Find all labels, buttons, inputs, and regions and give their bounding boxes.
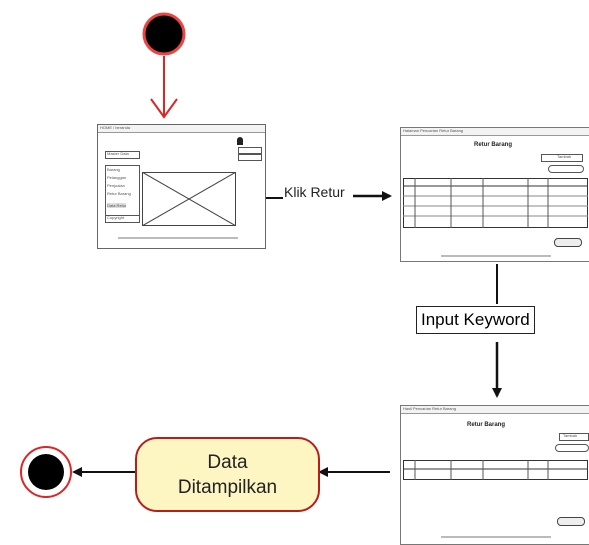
home-menu-item: Retur Barang [107, 191, 131, 196]
action-line-1: Data [207, 451, 248, 473]
retur-list-heading: Retur Barang [474, 142, 513, 148]
retur-list-title: Halaman Pencarian Retur Barang [403, 128, 464, 133]
home-menu-item: Barang [107, 167, 120, 172]
home-menu-item: Pelanggan [107, 175, 127, 180]
initial-node [142, 12, 186, 56]
action-line-2: Ditampilkan [177, 476, 278, 498]
home-menu-item: Penjualan [107, 183, 125, 188]
retur-list-table [403, 178, 588, 228]
home-screen-title: HOME / beranda [100, 125, 131, 130]
retur-search-table [403, 460, 588, 480]
home-footer: Copyright [107, 215, 125, 220]
final-node-core [28, 454, 64, 490]
home-screen-mockup: HOME / beranda Master Data Barang Pelang… [97, 124, 266, 249]
user-icon [237, 137, 243, 145]
edge-label-input-keyword: Input Keyword [416, 306, 535, 334]
arrowhead-red [150, 98, 178, 119]
home-menu-title: Master Data [107, 151, 129, 156]
action-data-ditampilkan: Data Ditampilkan [135, 437, 320, 512]
image-placeholder [142, 172, 236, 226]
retur-search-heading: Retur Barang [467, 422, 506, 428]
home-menu-item: Data Retur [107, 203, 127, 208]
retur-search-title: Hasil Pencarian Retur Barang [403, 406, 456, 411]
retur-list-button: Tambah [557, 154, 572, 159]
retur-search-mockup: Hasil Pencarian Retur Barang Retur Baran… [400, 405, 589, 545]
edge-label-klik-retur: Klik Retur [284, 184, 345, 200]
retur-search-button: Tambah [563, 433, 578, 438]
retur-list-mockup: Halaman Pencarian Retur Barang Retur Bar… [400, 127, 589, 262]
